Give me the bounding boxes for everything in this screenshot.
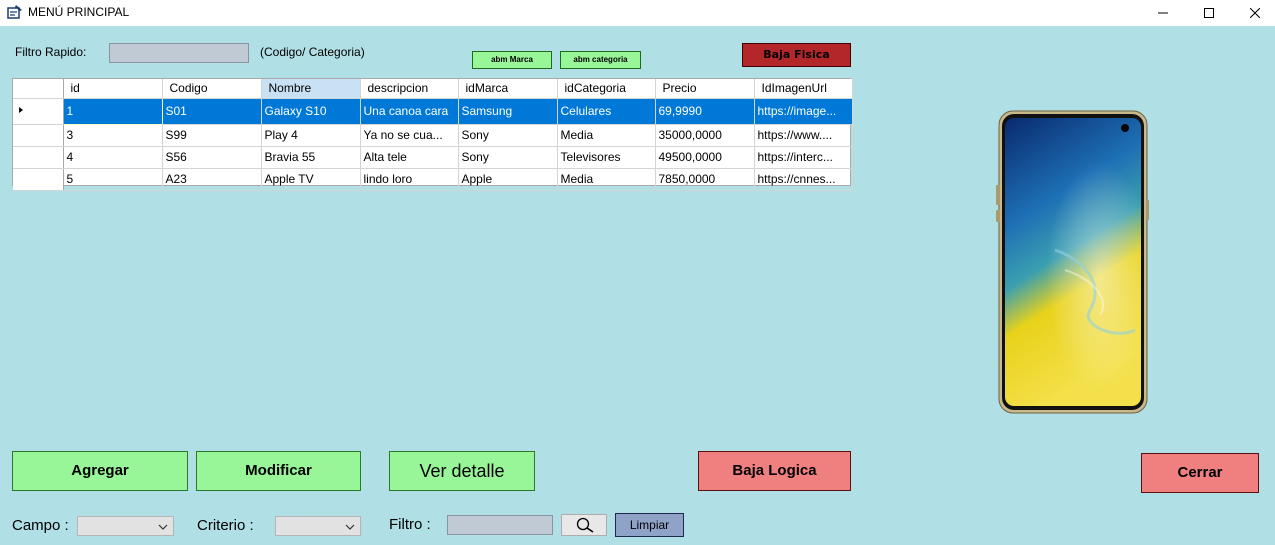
maximize-icon: [1204, 8, 1214, 18]
modificar-button[interactable]: Modificar: [196, 451, 361, 491]
table-cell[interactable]: Apple TV: [261, 168, 361, 191]
column-header-idcategoria[interactable]: idCategoria: [557, 79, 656, 99]
table-row[interactable]: 1 S01 Galaxy S10 Una canoa cara Samsung …: [13, 97, 853, 125]
table-cell[interactable]: https://image...: [754, 98, 853, 125]
filtro-rapido-label: Filtro Rapido:: [15, 45, 87, 59]
grid-header-row: id Codigo Nombre descripcion idMarca idC…: [13, 79, 853, 99]
table-cell[interactable]: Ya no se cua...: [360, 124, 459, 147]
abm-marca-button[interactable]: abm Marca: [472, 51, 552, 69]
table-cell[interactable]: Media: [557, 168, 656, 191]
table-cell[interactable]: Alta tele: [360, 146, 459, 169]
ver-detalle-button[interactable]: Ver detalle: [389, 451, 535, 491]
table-cell[interactable]: 5: [63, 168, 163, 191]
column-header-id[interactable]: id: [63, 79, 163, 99]
row-selector[interactable]: [13, 168, 64, 191]
app-icon: [6, 4, 24, 20]
table-cell[interactable]: Bravia 55: [261, 146, 361, 169]
table-row[interactable]: 5 A23 Apple TV lindo loro Apple Media 78…: [13, 168, 853, 191]
column-header-nombre[interactable]: Nombre: [261, 79, 361, 99]
row-selector[interactable]: [13, 146, 64, 169]
filtro-hint-label: (Codigo/ Categoria): [260, 45, 365, 59]
title-bar: MENÚ PRINCIPAL: [0, 0, 1275, 26]
table-cell[interactable]: lindo loro: [360, 168, 459, 191]
column-header-descripcion[interactable]: descripcion: [360, 79, 459, 99]
column-header-precio[interactable]: Precio: [655, 79, 755, 99]
search-icon: [576, 517, 594, 533]
maximize-button[interactable]: [1186, 0, 1232, 26]
table-cell[interactable]: Una canoa cara: [360, 98, 459, 125]
table-cell[interactable]: Sony: [458, 124, 558, 147]
filtro-input[interactable]: [447, 515, 553, 535]
campo-label: Campo :: [12, 517, 69, 534]
window-title: MENÚ PRINCIPAL: [28, 5, 130, 19]
search-button[interactable]: [561, 514, 607, 536]
table-cell[interactable]: 1: [62, 97, 163, 125]
column-header-idmarca[interactable]: idMarca: [458, 79, 558, 99]
agregar-button[interactable]: Agregar: [12, 451, 188, 491]
table-cell[interactable]: https://interc...: [754, 146, 853, 169]
chevron-down-icon: [345, 524, 355, 530]
minimize-button[interactable]: [1140, 0, 1186, 26]
table-cell[interactable]: https://www....: [754, 124, 853, 147]
criterio-select[interactable]: [275, 516, 361, 536]
products-grid[interactable]: id Codigo Nombre descripcion idMarca idC…: [12, 78, 853, 191]
baja-fisica-button[interactable]: Baja Fisica: [742, 43, 851, 67]
table-cell[interactable]: 4: [63, 146, 163, 169]
criterio-label: Criterio :: [197, 517, 254, 534]
limpiar-button[interactable]: Limpiar: [615, 513, 684, 537]
table-cell[interactable]: Samsung: [458, 98, 558, 125]
product-image: [995, 110, 1150, 415]
table-cell[interactable]: Media: [557, 124, 656, 147]
table-cell[interactable]: 49500,0000: [655, 146, 755, 169]
minimize-icon: [1158, 12, 1168, 14]
table-cell[interactable]: 7850,0000: [655, 168, 755, 191]
table-cell[interactable]: S56: [162, 146, 262, 169]
table-cell[interactable]: 69,9990: [655, 98, 755, 125]
column-header-idimagenurl[interactable]: IdImagenUrl: [754, 79, 853, 99]
close-button[interactable]: [1232, 0, 1275, 26]
table-cell[interactable]: Celulares: [557, 98, 656, 125]
table-cell[interactable]: 3: [63, 124, 163, 147]
campo-select[interactable]: [77, 516, 174, 536]
table-cell[interactable]: Play 4: [261, 124, 361, 147]
table-cell[interactable]: S01: [162, 98, 262, 125]
table-cell[interactable]: 35000,0000: [655, 124, 755, 147]
column-header-codigo[interactable]: Codigo: [162, 79, 262, 99]
row-selector[interactable]: [13, 98, 64, 125]
filtro-rapido-input[interactable]: [109, 43, 249, 63]
row-header-corner: [13, 79, 64, 99]
row-selector[interactable]: [13, 124, 64, 147]
baja-logica-button[interactable]: Baja Logica: [698, 451, 851, 491]
table-row[interactable]: 3 S99 Play 4 Ya no se cua... Sony Media …: [13, 124, 853, 147]
table-cell[interactable]: S99: [162, 124, 262, 147]
cerrar-button[interactable]: Cerrar: [1141, 453, 1259, 493]
table-row[interactable]: 4 S56 Bravia 55 Alta tele Sony Televisor…: [13, 146, 853, 169]
table-cell[interactable]: Galaxy S10: [261, 98, 361, 125]
filtro-label: Filtro :: [389, 516, 431, 533]
table-cell[interactable]: Televisores: [557, 146, 656, 169]
table-cell[interactable]: https://cnnes...: [754, 168, 853, 191]
close-icon: [1250, 8, 1260, 18]
table-cell[interactable]: A23: [162, 168, 262, 191]
table-cell[interactable]: Apple: [458, 168, 558, 191]
table-cell[interactable]: Sony: [458, 146, 558, 169]
chevron-down-icon: [158, 524, 168, 530]
abm-categoria-button[interactable]: abm categoria: [560, 51, 641, 69]
current-row-arrow-icon: [19, 106, 23, 113]
